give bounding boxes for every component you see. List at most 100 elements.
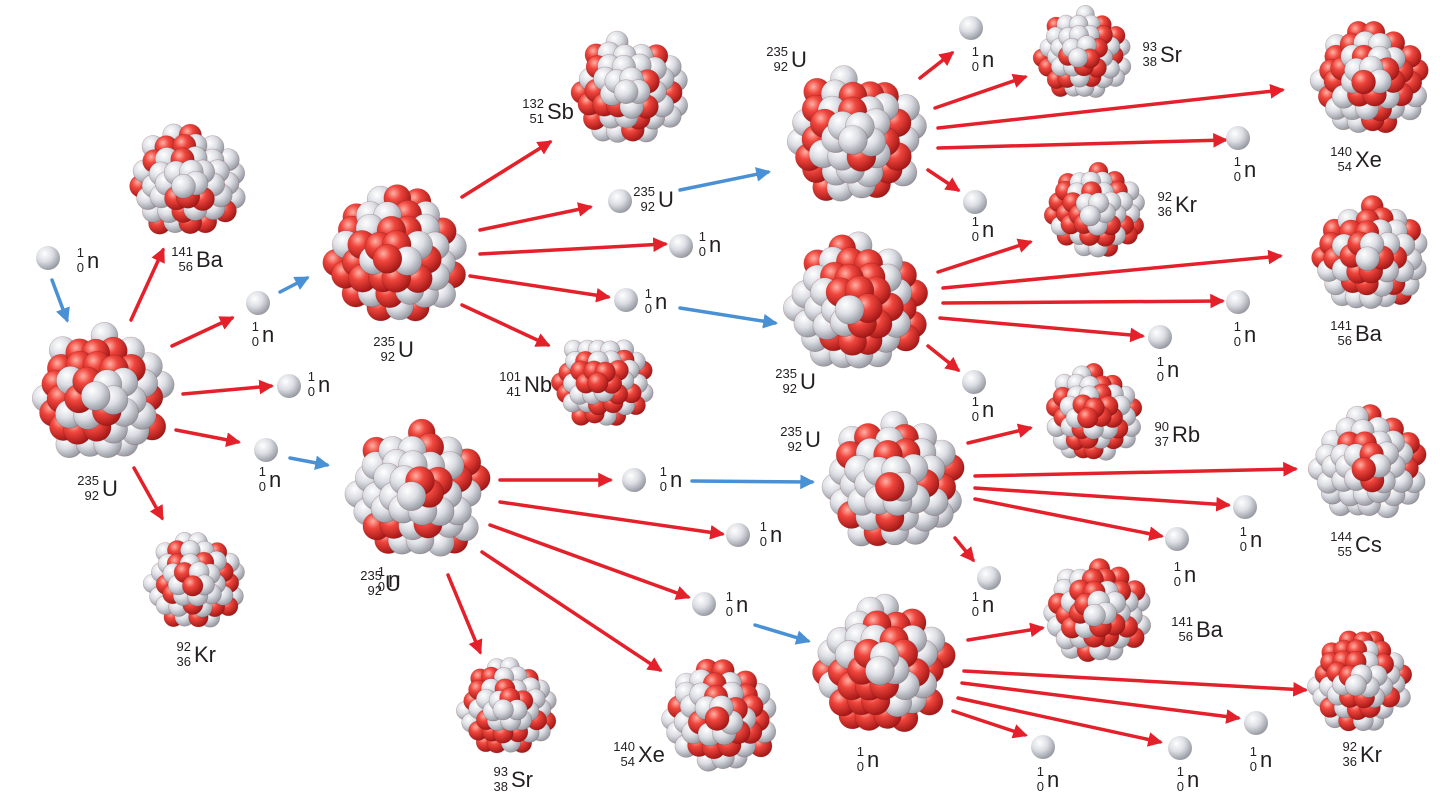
nucleus — [1311, 195, 1428, 309]
svg-text:1: 1 — [378, 564, 385, 579]
product-arrow — [936, 83, 1285, 130]
svg-text:0: 0 — [252, 334, 259, 349]
svg-text:n: n — [1260, 747, 1272, 772]
svg-text:235: 235 — [633, 184, 655, 199]
svg-text:235: 235 — [77, 473, 99, 488]
nucleus — [344, 418, 491, 557]
svg-text:1: 1 — [660, 464, 667, 479]
nucleus — [455, 657, 557, 754]
free-neutron — [608, 189, 632, 213]
reaction-arrows — [50, 51, 1308, 747]
product-arrow — [480, 550, 663, 672]
free-neutron — [669, 234, 693, 258]
svg-text:92: 92 — [774, 59, 788, 74]
nucleus — [1307, 630, 1413, 732]
svg-text:Sr: Sr — [1160, 42, 1182, 67]
svg-text:1: 1 — [1037, 764, 1044, 779]
neutron-arrow — [50, 278, 70, 323]
product-arrow — [478, 202, 593, 232]
svg-text:90: 90 — [1155, 419, 1169, 434]
product-arrow — [460, 303, 551, 347]
svg-text:0: 0 — [1177, 779, 1184, 794]
free-neutron — [1031, 735, 1055, 759]
nucleus — [129, 123, 246, 235]
svg-text:n: n — [1184, 562, 1196, 587]
free-neutron — [36, 246, 60, 270]
svg-text:1: 1 — [308, 369, 315, 384]
svg-text:1: 1 — [252, 319, 259, 334]
svg-text:235: 235 — [360, 568, 382, 583]
nucleus — [570, 30, 689, 143]
nucleus — [142, 532, 245, 628]
svg-text:56: 56 — [1338, 333, 1352, 348]
svg-text:Kr: Kr — [1175, 192, 1197, 217]
svg-text:1: 1 — [1250, 744, 1257, 759]
svg-text:1: 1 — [645, 286, 652, 301]
svg-text:n: n — [709, 232, 721, 257]
svg-text:1: 1 — [972, 214, 979, 229]
svg-text:0: 0 — [1037, 779, 1044, 794]
svg-text:0: 0 — [1234, 334, 1241, 349]
svg-text:n: n — [1250, 527, 1262, 552]
free-neutron — [1226, 126, 1250, 150]
svg-text:1: 1 — [972, 589, 979, 604]
svg-text:U: U — [800, 369, 816, 394]
free-neutron — [959, 16, 983, 40]
svg-text:54: 54 — [1338, 159, 1352, 174]
svg-text:n: n — [1244, 322, 1256, 347]
svg-text:n: n — [670, 467, 682, 492]
svg-text:U: U — [805, 427, 821, 452]
neutron-arrow — [278, 276, 310, 294]
free-neutron — [246, 291, 270, 315]
nucleus — [1045, 362, 1143, 461]
svg-text:93: 93 — [494, 764, 508, 779]
product-arrow — [956, 696, 1163, 747]
nucleus — [1309, 20, 1429, 134]
svg-text:U: U — [658, 187, 674, 212]
svg-text:Rb: Rb — [1172, 422, 1200, 447]
svg-text:92: 92 — [381, 349, 395, 364]
svg-text:Xe: Xe — [638, 742, 665, 767]
svg-text:56: 56 — [179, 259, 193, 274]
svg-text:92: 92 — [177, 639, 191, 654]
neutron-arrow — [753, 623, 811, 645]
svg-text:0: 0 — [972, 409, 979, 424]
svg-text:235: 235 — [775, 366, 797, 381]
svg-text:n: n — [655, 289, 667, 314]
svg-text:0: 0 — [378, 579, 385, 594]
svg-text:Nb: Nb — [524, 372, 552, 397]
svg-text:92: 92 — [641, 199, 655, 214]
svg-text:n: n — [736, 592, 748, 617]
svg-text:n: n — [1244, 157, 1256, 182]
product-arrow — [174, 428, 241, 447]
svg-text:Sb: Sb — [547, 99, 574, 124]
svg-text:n: n — [770, 522, 782, 547]
svg-text:140: 140 — [1330, 144, 1352, 159]
free-neutron — [692, 592, 716, 616]
nucleus — [1032, 4, 1132, 98]
svg-text:51: 51 — [530, 111, 544, 126]
svg-text:140: 140 — [613, 739, 635, 754]
product-arrow — [941, 249, 1283, 290]
svg-text:Cs: Cs — [1355, 532, 1382, 557]
svg-text:1: 1 — [972, 394, 979, 409]
svg-text:n: n — [1187, 767, 1199, 792]
free-neutron — [614, 288, 638, 312]
svg-text:0: 0 — [308, 384, 315, 399]
svg-text:0: 0 — [259, 479, 266, 494]
svg-text:n: n — [982, 592, 994, 617]
